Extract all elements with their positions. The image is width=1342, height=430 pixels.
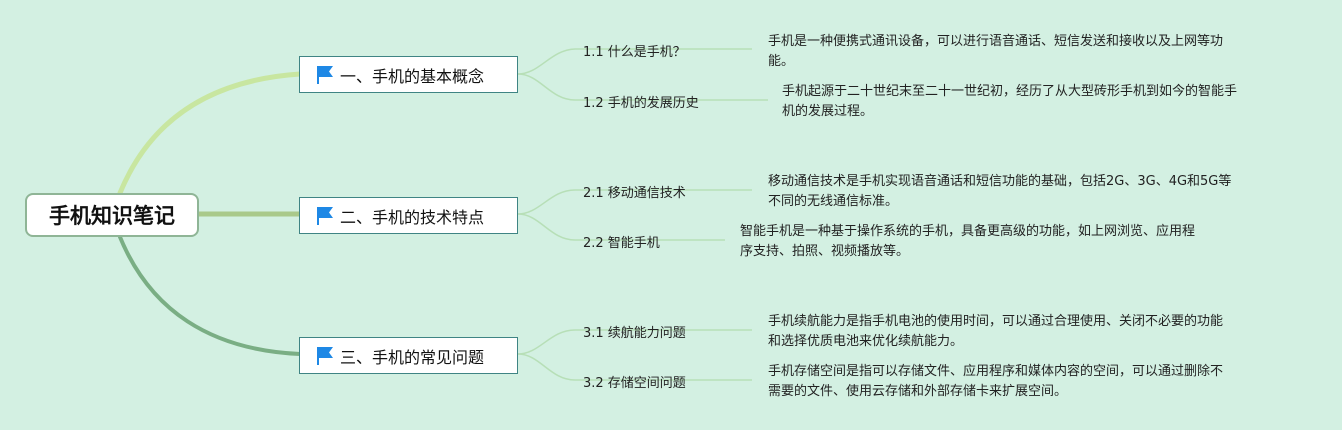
root-title: 手机知识笔记 — [49, 204, 175, 228]
connector-3-1 — [517, 329, 576, 355]
blue-flag-icon — [317, 65, 333, 84]
topic-label-2-2[interactable]: 2.2 智能手机 — [583, 236, 660, 251]
topic-desc-3-2: 手机存储空间是指可以存储文件、应用程序和媒体内容的空间，可以通过删除不 需要的文… — [768, 362, 1223, 402]
branch-node-1[interactable]: 一、手机的基本概念 — [299, 56, 518, 93]
topic-label-3-1[interactable]: 3.1 续航能力问题 — [583, 326, 686, 341]
branch-title: 二、手机的技术特点 — [340, 207, 485, 227]
topic-label-1-1[interactable]: 1.1 什么是手机？ — [583, 45, 686, 60]
topic-desc-1-1: 手机是一种便携式通讯设备，可以进行语音通话、短信发送和接收以及上网等功 能。 — [768, 32, 1223, 72]
topic-label-2-1[interactable]: 2.1 移动通信技术 — [583, 186, 686, 201]
desc-line: 手机起源于二十世纪末至二十一世纪初，经历了从大型砖形手机到如今的智能手 — [782, 84, 1238, 99]
desc-line: 手机是一种便携式通讯设备，可以进行语音通话、短信发送和接收以及上网等功 — [768, 34, 1224, 49]
connector-2-2 — [517, 213, 576, 241]
branch-node-3[interactable]: 三、手机的常见问题 — [299, 337, 518, 374]
desc-line: 机的发展过程。 — [782, 104, 874, 119]
topic-label-3-2[interactable]: 3.2 存储空间问题 — [583, 376, 686, 391]
blue-flag-icon — [317, 346, 333, 365]
desc-line: 和选择优质电池来优化续航能力。 — [768, 334, 964, 349]
topic-desc-2-2: 智能手机是一种基于操作系统的手机，具备更高级的功能，如上网浏览、应用程 序支持、… — [740, 222, 1195, 262]
branch-title: 一、手机的基本概念 — [340, 66, 485, 86]
topic-desc-3-1: 手机续航能力是指手机电池的使用时间，可以通过合理使用、关闭不必要的功能 和选择优… — [768, 312, 1223, 352]
topic-desc-2-1: 移动通信技术是手机实现语音通话和短信功能的基础，包括2G、3G、4G和5G等 不… — [768, 172, 1231, 212]
branch-title: 三、手机的常见问题 — [340, 347, 485, 367]
connector-branch-1 — [117, 71, 303, 196]
desc-line: 手机存储空间是指可以存储文件、应用程序和媒体内容的空间，可以通过删除不 — [768, 364, 1224, 379]
connector-3-2 — [517, 353, 576, 381]
desc-line: 智能手机是一种基于操作系统的手机，具备更高级的功能，如上网浏览、应用程 — [740, 224, 1196, 239]
connector-branch-3 — [118, 235, 302, 356]
desc-line: 需要的文件、使用云存储和外部存储卡来扩展空间。 — [768, 384, 1068, 399]
topic-desc-1-2: 手机起源于二十世纪末至二十一世纪初，经历了从大型砖形手机到如今的智能手 机的发展… — [782, 82, 1237, 122]
desc-line: 能。 — [768, 54, 795, 69]
desc-line: 移动通信技术是手机实现语音通话和短信功能的基础，包括2G、3G、4G和5G等 — [768, 174, 1232, 189]
desc-line: 手机续航能力是指手机电池的使用时间，可以通过合理使用、关闭不必要的功能 — [768, 314, 1224, 329]
branch-node-2[interactable]: 二、手机的技术特点 — [299, 197, 518, 234]
topic-label-1-2[interactable]: 1.2 手机的发展历史 — [583, 96, 699, 111]
desc-line: 序支持、拍照、视频播放等。 — [740, 244, 910, 259]
connector-1-2 — [517, 73, 576, 101]
connector-2-1 — [517, 189, 576, 215]
desc-line: 不同的无线通信标准。 — [768, 194, 899, 209]
blue-flag-icon — [317, 206, 333, 225]
connector-1-1 — [517, 48, 576, 75]
root-node[interactable]: 手机知识笔记 — [25, 193, 199, 237]
